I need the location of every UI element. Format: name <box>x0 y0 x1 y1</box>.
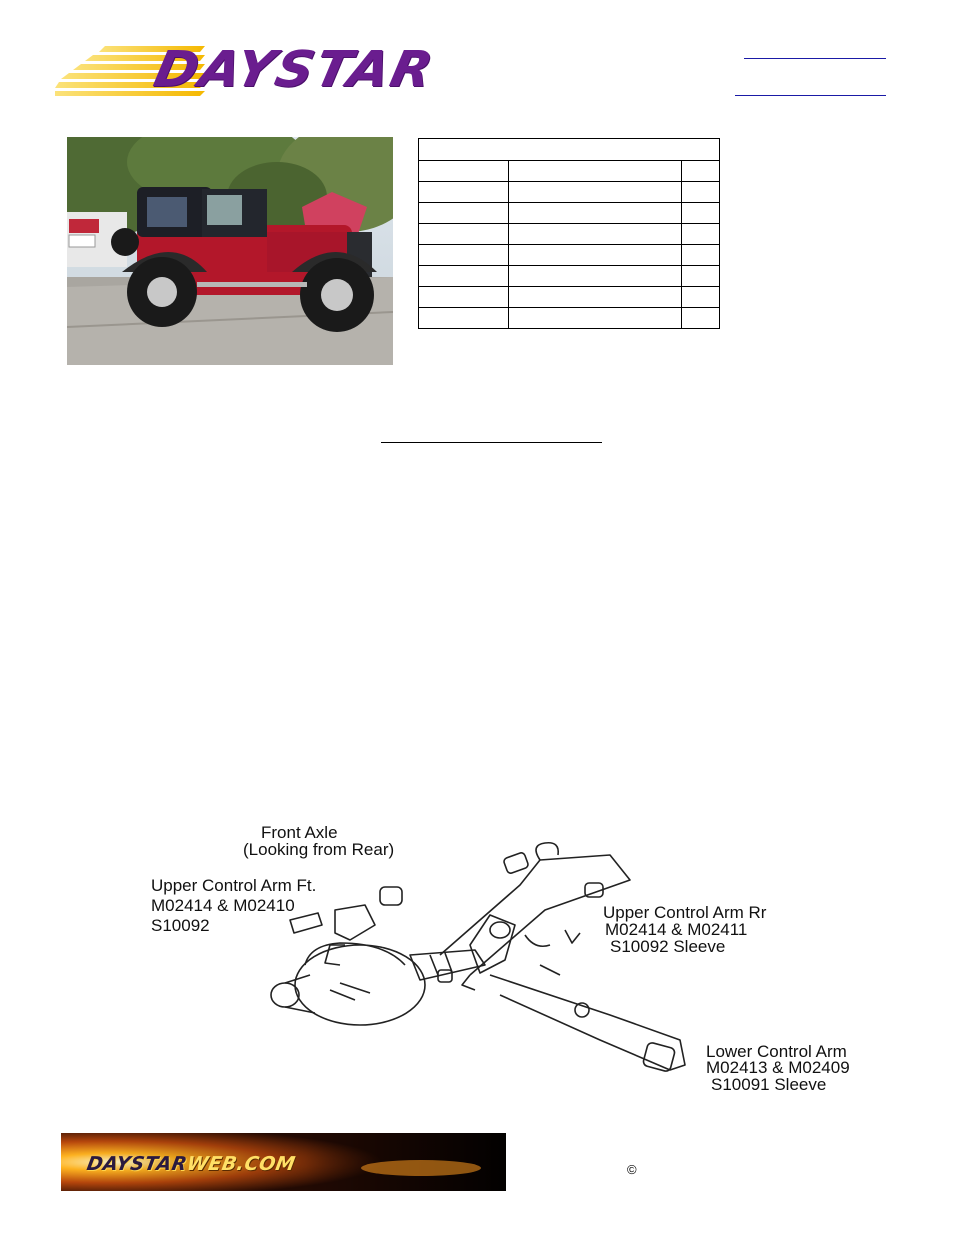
daystar-logo: DAYSTAR <box>55 38 545 100</box>
front-axle-diagram: Front Axle (Looking from Rear) Upper Con… <box>140 815 900 1100</box>
label-upper-front-3: S10092 <box>151 916 210 935</box>
label-upper-front-1: Upper Control Arm Ft. <box>151 876 316 895</box>
table-row <box>418 181 720 203</box>
label-lower-2: M02413 & M02409 <box>706 1058 850 1077</box>
label-upper-rear-1: Upper Control Arm Rr <box>603 903 767 922</box>
header-link-1[interactable] <box>744 57 886 59</box>
table-row <box>418 244 720 266</box>
table-row <box>418 202 720 224</box>
daystarweb-banner[interactable]: DAYSTARWEB.COM <box>61 1133 506 1191</box>
logo-wordmark: DAYSTAR <box>148 41 440 99</box>
copyright-symbol: © <box>627 1162 637 1177</box>
logo-speed-stripes-icon <box>55 46 205 96</box>
section-title-underline <box>381 442 602 443</box>
label-upper-front-2: M02414 & M02410 <box>151 896 295 915</box>
label-upper-rear-2: M02414 & M02411 <box>605 920 747 939</box>
label-front-axle-2: (Looking from Rear) <box>243 840 394 859</box>
label-lower-1: Lower Control Arm <box>706 1042 847 1061</box>
table-row <box>418 307 720 329</box>
spec-table <box>418 138 720 329</box>
banner-wordmark: DAYSTARWEB.COM <box>85 1153 298 1175</box>
header-link-2[interactable] <box>735 94 886 96</box>
jeep-photo <box>67 137 393 365</box>
table-row <box>418 223 720 245</box>
label-front-axle-1: Front Axle <box>261 823 338 842</box>
table-row <box>418 265 720 287</box>
spec-table-header <box>418 138 720 161</box>
label-lower-3: S10091 Sleeve <box>711 1075 826 1094</box>
table-row <box>418 286 720 308</box>
table-row <box>418 160 720 182</box>
label-upper-rear-3: S10092 Sleeve <box>610 937 725 956</box>
